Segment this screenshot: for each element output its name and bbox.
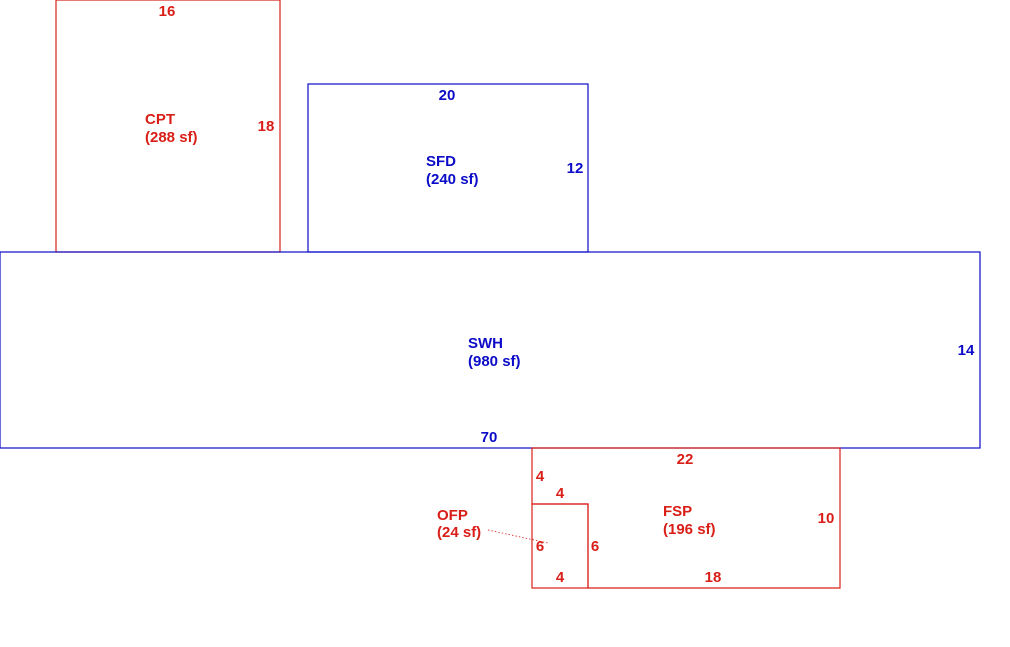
ofp-area: (24 sf) — [437, 524, 481, 541]
area-cpt[interactable]: 16 18 CPT (288 sf) — [55, 0, 281, 253]
area-fsp[interactable]: 22 10 18 4 4 FSP (196 sf) — [531, 447, 841, 589]
sfd-dim-top: 20 — [439, 87, 456, 104]
sfd-code: SFD — [426, 153, 456, 170]
fsp-area: (196 sf) — [663, 521, 716, 538]
cpt-code: CPT — [145, 111, 175, 128]
fsp-dim-right: 10 — [818, 510, 835, 527]
area-ofp[interactable]: 6 6 4 OFP (24 sf) — [437, 503, 599, 589]
cpt-area: (288 sf) — [145, 129, 198, 146]
ofp-outline — [531, 503, 589, 589]
cpt-dim-top: 16 — [159, 3, 176, 20]
fsp-dim-top: 22 — [677, 451, 694, 468]
swh-dim-bottom: 70 — [481, 429, 498, 446]
ofp-dim-left: 6 — [536, 538, 544, 555]
swh-area: (980 sf) — [468, 353, 521, 370]
ofp-dim-right: 6 — [591, 538, 599, 555]
sfd-area: (240 sf) — [426, 171, 479, 188]
swh-dim-right: 14 — [958, 342, 975, 359]
fsp-dim-notch-top: 4 — [556, 485, 565, 502]
fsp-dim-bottom: 18 — [705, 569, 722, 586]
cpt-dim-right: 18 — [258, 118, 275, 135]
swh-outline — [0, 251, 981, 449]
sfd-dim-right: 12 — [567, 160, 584, 177]
area-swh[interactable]: 14 70 SWH (980 sf) — [0, 251, 981, 449]
ofp-code: OFP — [437, 507, 468, 524]
fsp-dim-left-upper: 4 — [536, 468, 545, 485]
area-sfd[interactable]: 20 12 SFD (240 sf) — [307, 83, 589, 253]
ofp-dim-bottom: 4 — [556, 569, 565, 586]
swh-code: SWH — [468, 335, 503, 352]
fsp-code: FSP — [663, 503, 692, 520]
